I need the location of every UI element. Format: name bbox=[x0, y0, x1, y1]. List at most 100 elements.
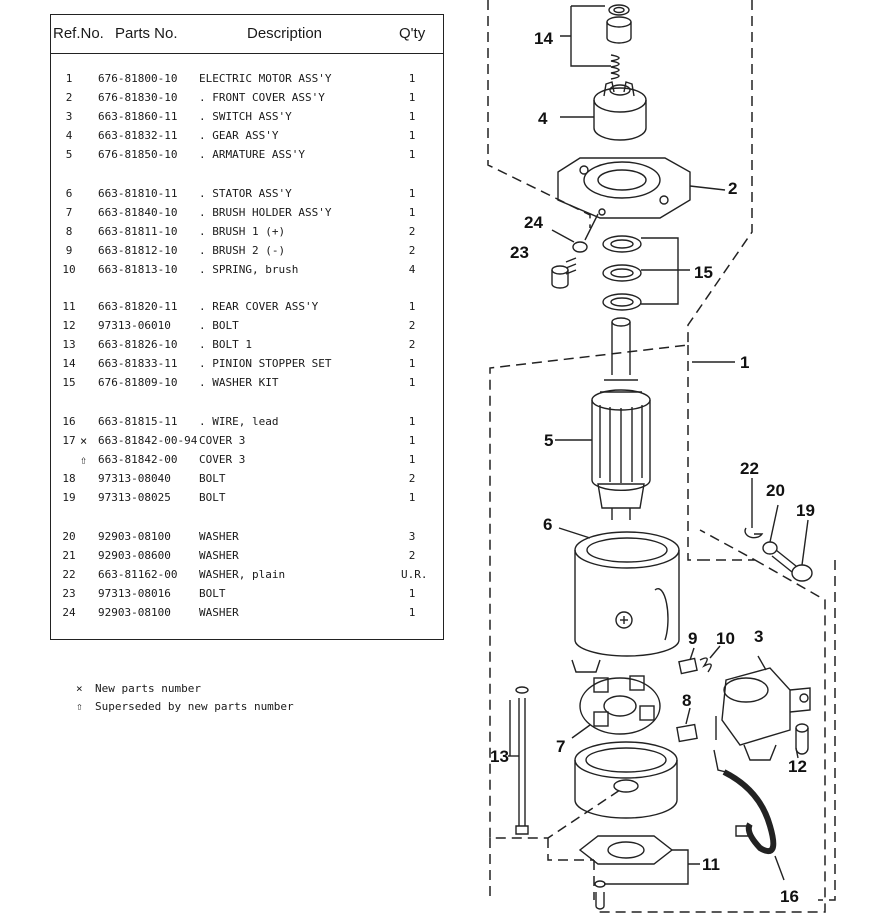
cell-parts-no: 663-81162-00 bbox=[98, 568, 178, 581]
callout-2: 2 bbox=[728, 179, 737, 198]
stator bbox=[558, 527, 680, 673]
cell-description: . REAR COVER ASS'Y bbox=[199, 300, 319, 313]
header-description: Description bbox=[247, 25, 323, 42]
cell-description: . BOLT 1 bbox=[199, 338, 252, 351]
cell-qty: 2 bbox=[408, 244, 416, 257]
cell-qty: 2 bbox=[408, 338, 416, 351]
washer-20 bbox=[762, 541, 778, 555]
cell-qty: 4 bbox=[408, 263, 416, 276]
cell-mark: × bbox=[80, 434, 88, 448]
table-row: 11 663-81820-11 . REAR COVER ASS'Y 1 bbox=[51, 298, 443, 316]
callout-1: 1 bbox=[740, 353, 749, 372]
cell-parts-no: 676-81830-10 bbox=[98, 91, 178, 104]
superseded-symbol: ⇧ bbox=[76, 700, 83, 713]
cell-description: WASHER bbox=[199, 530, 239, 543]
cell-qty: 1 bbox=[408, 415, 416, 428]
cell-description: . WASHER KIT bbox=[199, 376, 279, 389]
cell-description: WASHER bbox=[199, 606, 239, 619]
callout-16: 16 bbox=[780, 887, 799, 906]
cell-parts-no: 663-81820-11 bbox=[98, 300, 178, 313]
header-ref-no: Ref.No. bbox=[53, 25, 104, 42]
cell-description: COVER 3 bbox=[199, 453, 246, 466]
cell-description: . STATOR ASS'Y bbox=[199, 187, 292, 200]
cell-description: . PINION STOPPER SET bbox=[199, 357, 332, 370]
header-parts-no: Parts No. bbox=[115, 25, 178, 42]
cell-parts-no: 676-81809-10 bbox=[98, 376, 178, 389]
cell-parts-no: 663-81833-11 bbox=[98, 357, 178, 370]
cell-qty: 2 bbox=[408, 225, 416, 238]
cell-ref-no: 11 bbox=[62, 300, 76, 313]
cell-ref-no: 5 bbox=[65, 148, 73, 161]
bolt-23 bbox=[551, 257, 577, 289]
callout-9: 9 bbox=[688, 629, 697, 648]
cell-parts-no: 92903-08100 bbox=[98, 606, 171, 619]
cell-ref-no: 18 bbox=[62, 472, 76, 485]
callout-4: 4 bbox=[538, 109, 548, 128]
cell-qty: 1 bbox=[408, 453, 416, 466]
cell-description: WASHER bbox=[199, 549, 239, 562]
cell-parts-no: 676-81800-10 bbox=[98, 72, 178, 85]
cell-parts-no: 676-81850-10 bbox=[98, 148, 178, 161]
cell-parts-no: 663-81812-10 bbox=[98, 244, 178, 257]
cell-ref-no: 16 bbox=[62, 415, 76, 428]
cell-ref-no: 3 bbox=[65, 110, 73, 123]
cell-description: . BRUSH 1 (+) bbox=[199, 225, 286, 238]
brush-9 bbox=[678, 657, 698, 675]
cell-description: WASHER, plain bbox=[199, 568, 286, 581]
cell-mark: ⇧ bbox=[80, 453, 88, 467]
cell-qty: 1 bbox=[408, 300, 416, 313]
cell-ref-no: 6 bbox=[65, 187, 73, 200]
callout-6: 6 bbox=[543, 515, 552, 534]
cell-qty: 1 bbox=[408, 491, 416, 504]
callout-7: 7 bbox=[556, 737, 565, 756]
cell-ref-no: 9 bbox=[65, 244, 73, 257]
cell-ref-no: 23 bbox=[62, 587, 76, 600]
cell-ref-no: 17 bbox=[62, 434, 76, 447]
cell-qty: 1 bbox=[408, 72, 416, 85]
brush-8 bbox=[676, 723, 698, 743]
spring-10 bbox=[699, 657, 712, 673]
bracket-11 bbox=[604, 849, 700, 885]
cell-qty: 1 bbox=[408, 110, 416, 123]
cell-description: . BRUSH HOLDER ASS'Y bbox=[199, 206, 332, 219]
cell-parts-no: 97313-08016 bbox=[98, 587, 171, 600]
cell-parts-no: 663-81813-10 bbox=[98, 263, 178, 276]
cell-parts-no: 663-81810-11 bbox=[98, 187, 178, 200]
cell-qty: 1 bbox=[408, 148, 416, 161]
washer-22 bbox=[744, 527, 764, 539]
callout-23: 23 bbox=[510, 243, 529, 262]
cell-parts-no: 663-81840-10 bbox=[98, 206, 178, 219]
cell-description: BOLT bbox=[199, 472, 226, 485]
cell-qty: 3 bbox=[408, 530, 416, 543]
callout-12: 12 bbox=[788, 757, 807, 776]
cell-qty: 1 bbox=[408, 434, 416, 447]
cell-description: COVER 3 bbox=[199, 434, 246, 447]
bracket-14 bbox=[560, 5, 611, 67]
new-parts-text: New parts number bbox=[95, 682, 201, 695]
callout-22: 22 bbox=[740, 459, 759, 478]
cell-description: . SWITCH ASS'Y bbox=[199, 110, 292, 123]
cell-parts-no: 663-81815-11 bbox=[98, 415, 178, 428]
cell-qty: U.R. bbox=[401, 568, 428, 581]
bracket-15 bbox=[641, 237, 690, 305]
callout-24: 24 bbox=[524, 213, 543, 232]
cell-parts-no: 663-81811-10 bbox=[98, 225, 178, 238]
cell-ref-no: 14 bbox=[62, 357, 76, 370]
callout-14: 14 bbox=[534, 29, 553, 48]
